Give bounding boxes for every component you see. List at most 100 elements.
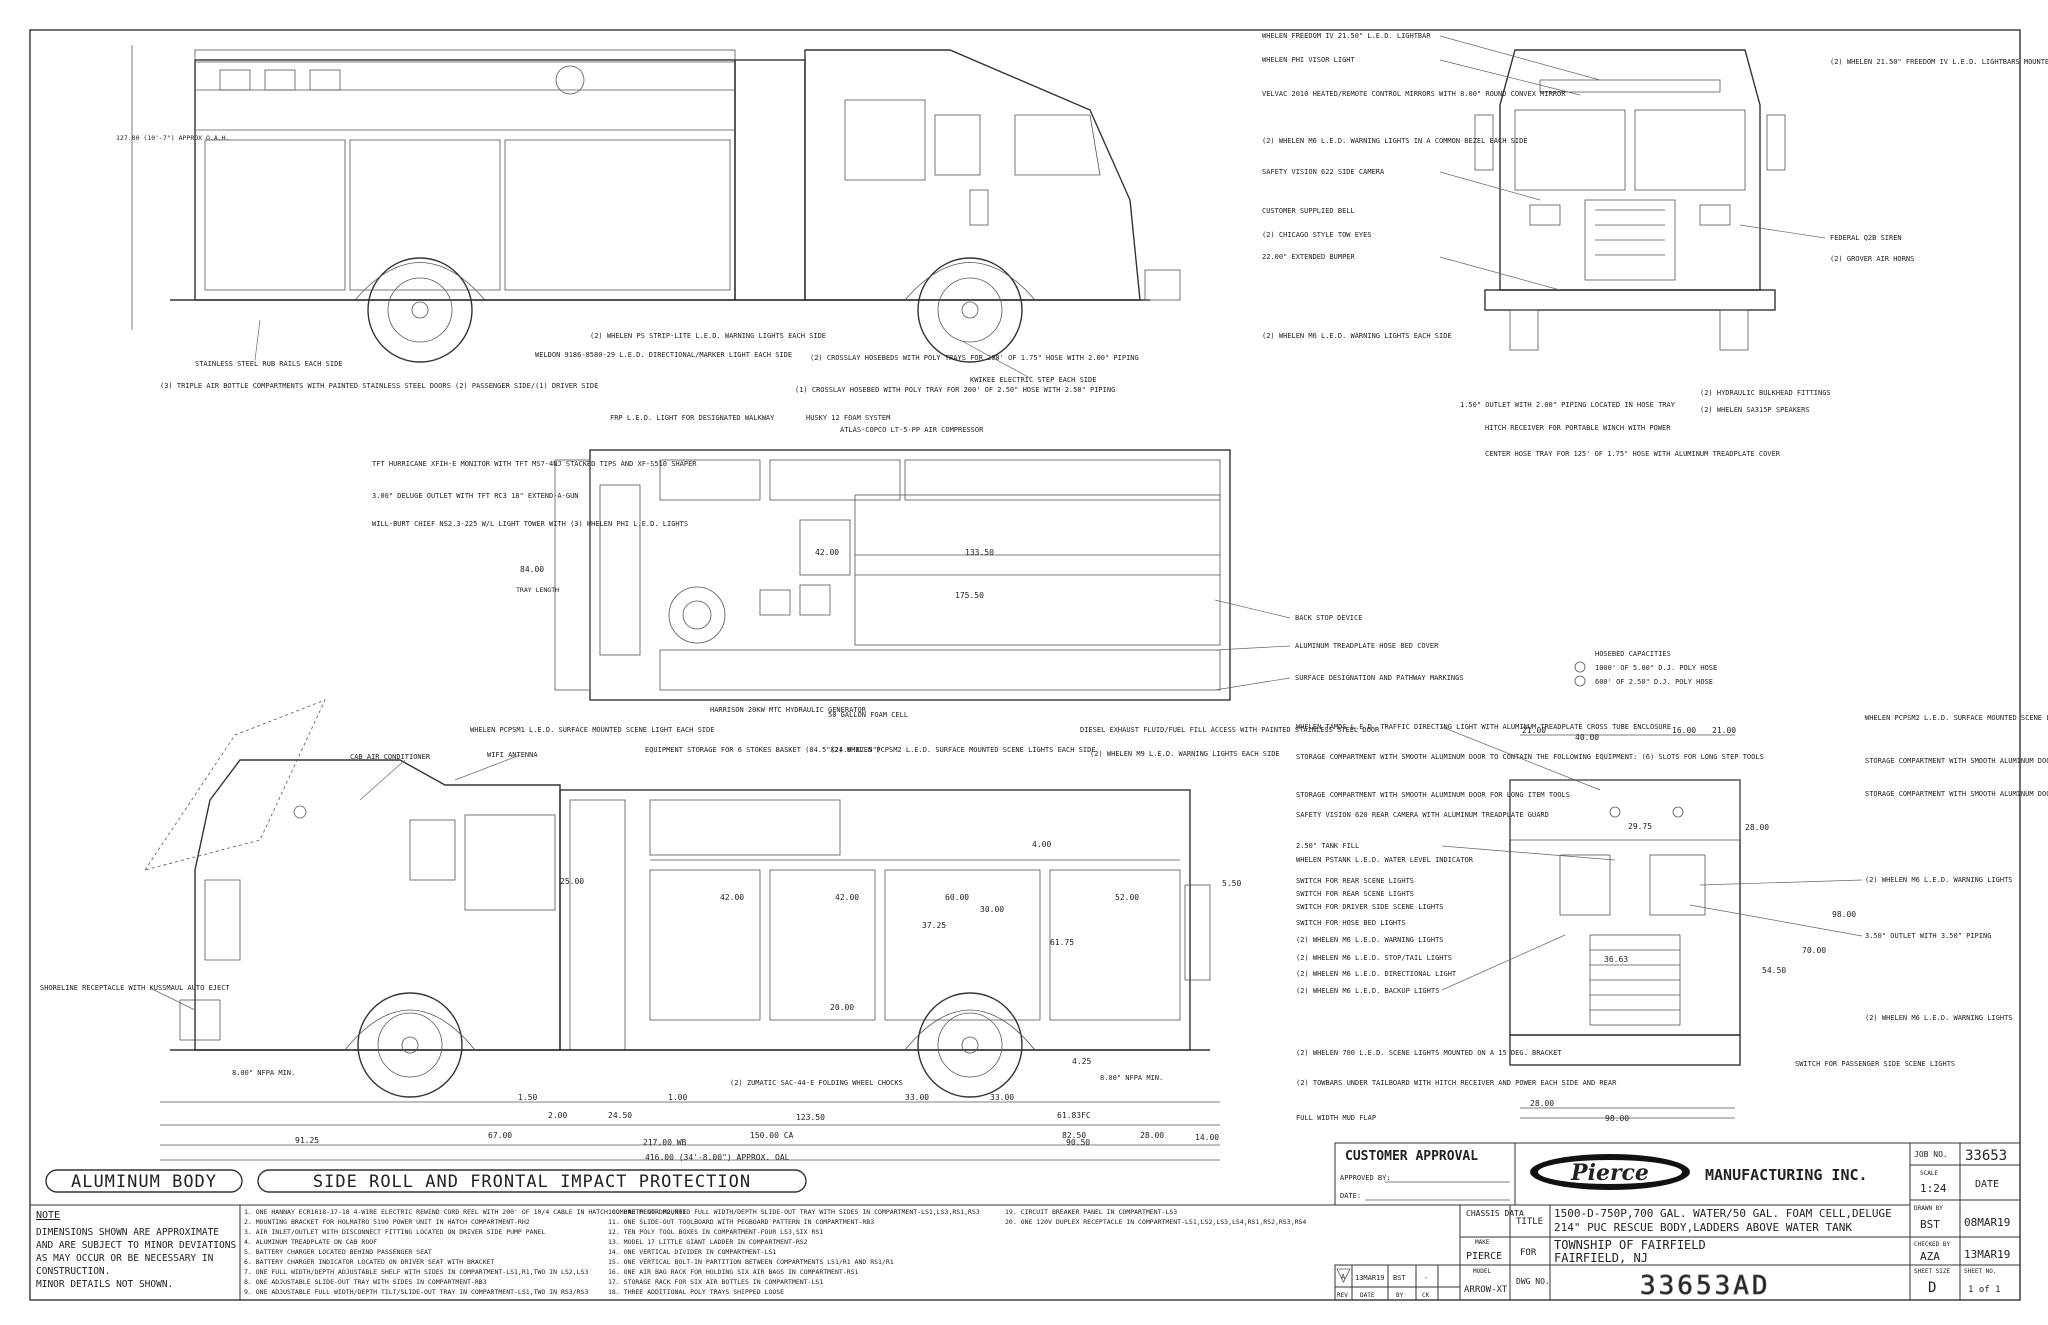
svg-text:15. ONE VERTICAL BOLT-IN PARTI: 15. ONE VERTICAL BOLT-IN PARTITION BETWE… xyxy=(608,1258,894,1266)
dim-r21: 21.00 xyxy=(1522,726,1546,735)
dim-6183: 61.83FC xyxy=(1057,1111,1091,1120)
callout-tft: TFT HURRICANE XFIH-E MONITOR WITH TFT MS… xyxy=(372,460,697,468)
svg-text:18. THREE ADDITIONAL POLY TRAY: 18. THREE ADDITIONAL POLY TRAYS SHIPPED … xyxy=(608,1288,784,1296)
job-no: 33653 xyxy=(1965,1148,2007,1164)
svg-text:MODEL: MODEL xyxy=(1473,1268,1491,1275)
label-side-roll: SIDE ROLL AND FRONTAL IMPACT PROTECTION xyxy=(257,1169,807,1193)
svg-text:20. ONE 120V DUPLEX RECEPTACLE: 20. ONE 120V DUPLEX RECEPTACLE IN COMPAR… xyxy=(1005,1218,1306,1226)
svg-text:DATE:: DATE: xyxy=(1340,1192,1361,1200)
svg-text:SHEET SIZE: SHEET SIZE xyxy=(1914,1268,1951,1275)
callout-weldon: WELDON 9186-8580-29 L.E.D. DIRECTIONAL/M… xyxy=(535,351,792,359)
svg-text:BST: BST xyxy=(1393,1274,1406,1282)
callout-surface-des: SURFACE DESIGNATION AND PATHWAY MARKINGS xyxy=(1295,674,1464,682)
callout-equip-storage: EQUIPMENT STORAGE FOR 6 STOKES BASKET (8… xyxy=(645,746,881,754)
svg-text:DATE: DATE xyxy=(1975,1179,1999,1190)
callout-whelen-m9: (2) WHELEN M9 L.E.D. WARNING LIGHTS EACH… xyxy=(1090,750,1280,758)
callout-whelen-visor: WHELEN PHI VISOR LIGHT xyxy=(1262,56,1356,64)
dim-r40: 40.00 xyxy=(1575,733,1599,742)
svg-text:1. ONE HANNAY ECR1618-17-18 4-: 1. ONE HANNAY ECR1618-17-18 4-WIRE ELECT… xyxy=(244,1208,686,1216)
callout-r-m6: (2) WHELEN M6 L.E.D. WARNING LIGHTS xyxy=(1865,876,2013,884)
tray-length-label: TRAY LENGTH xyxy=(516,586,559,594)
callout-will-burt: WILL-BURT CHIEF NS2.3-225 W/L LIGHT TOWE… xyxy=(372,520,688,528)
svg-text:MINOR DETAILS NOT SHOWN.: MINOR DETAILS NOT SHOWN. xyxy=(36,1279,173,1290)
side-view-bottom-callouts: WHELEN PCPSM1 L.E.D. SURFACE MOUNTED SCE… xyxy=(40,726,1380,1087)
callout-whelen-pcp: WHELEN PCPSM1 L.E.D. SURFACE MOUNTED SCE… xyxy=(470,726,714,734)
svg-text:12. TEN POLY TOOL BOXES IN COM: 12. TEN POLY TOOL BOXES IN COMPARTMENT-F… xyxy=(608,1228,823,1236)
sheet-size: D xyxy=(1928,1280,1936,1296)
make: PIERCE xyxy=(1466,1251,1502,1262)
callout-atlas: ATLAS-COPCO LT-5-PP AIR COMPRESSOR xyxy=(840,426,984,434)
svg-text:FOR: FOR xyxy=(1520,1248,1537,1258)
svg-text:17. STORAGE RACK FOR SIX AIR B: 17. STORAGE RACK FOR SIX AIR BOTTLES IN … xyxy=(608,1278,823,1286)
company-name: MANUFACTURING INC. xyxy=(1705,1166,1868,1184)
svg-text:DRAWN BY: DRAWN BY xyxy=(1914,1205,1943,1212)
callout-r-sc2: STORAGE COMPARTMENT WITH SMOOTH ALUMINUM… xyxy=(1865,790,2048,798)
sheet-no: 1 of 1 xyxy=(1968,1285,2001,1295)
callout-chicago: (2) CHICAGO STYLE TOW EYES xyxy=(1262,231,1372,239)
dim-r28b: 28.00 xyxy=(1530,1099,1554,1108)
callout-wlevel: WHELEN PSTANK L.E.D. WATER LEVEL INDICAT… xyxy=(1296,856,1474,864)
callout-wm6b: (2) WHELEN M6 L.E.D. STOP/TAIL LIGHTS xyxy=(1296,954,1452,962)
dim-21700: 217.00 WB xyxy=(643,1138,687,1147)
svg-text:13. MODEL 17 LITTLE GIANT LADD: 13. MODEL 17 LITTLE GIANT LADDER IN COMP… xyxy=(608,1238,808,1246)
dim-9050: 90.50 xyxy=(1066,1138,1090,1147)
callout-zumatic: (2) ZUMATIC SAC-44-E FOLDING WHEEL CHOCK… xyxy=(730,1079,903,1087)
svg-text:DIMENSIONS SHOWN ARE APPROXIMA: DIMENSIONS SHOWN ARE APPROXIMATE xyxy=(36,1227,219,1238)
svg-text:A: A xyxy=(1341,1273,1346,1281)
notes-block: NOTE DIMENSIONS SHOWN ARE APPROXIMATE AN… xyxy=(29,1204,241,1301)
callout-sw3: SWITCH FOR DRIVER SIDE SCENE LIGHTS xyxy=(1296,903,1444,911)
callout-hitch: HITCH RECEIVER FOR PORTABLE WINCH WITH P… xyxy=(1485,424,1671,432)
svg-text:BY: BY xyxy=(1396,1292,1404,1299)
callout-whelen-sa: (2) WHELEN SA315P SPEAKERS xyxy=(1700,406,1810,414)
svg-text:SIDE ROLL AND FRONTAL IMPACT P: SIDE ROLL AND FRONTAL IMPACT PROTECTION xyxy=(313,1172,751,1192)
callout-whelen-m6: (2) WHELEN M6 L.E.D. WARNING LIGHTS IN A… xyxy=(1262,137,1528,145)
dim-9150: 91.25 xyxy=(295,1136,319,1145)
callout-husky: HUSKY 12 FOAM SYSTEM xyxy=(806,414,890,422)
equipment-notes: 1. ONE HANNAY ECR1618-17-18 4-WIRE ELECT… xyxy=(239,1204,1461,1301)
svg-text:APPROVED BY:: APPROVED BY: xyxy=(1340,1174,1391,1182)
model: ARROW-XT xyxy=(1464,1285,1508,1295)
svg-text:19. CIRCUIT BREAKER PANEL IN C: 19. CIRCUIT BREAKER PANEL IN COMPARTMENT… xyxy=(1005,1208,1177,1216)
svg-text:-: - xyxy=(1424,1274,1428,1282)
callout-wm6c: (2) WHELEN M6 L.E.D. DIRECTIONAL LIGHT xyxy=(1296,970,1457,978)
callout-whelen-pcp2: (2) WHELEN PCPSM2 L.E.D. SURFACE MOUNTED… xyxy=(830,746,1096,754)
callout-hydraulic: (2) HYDRAULIC BULKHEAD FITTINGS xyxy=(1700,389,1831,397)
hosebed-item-1: 1000' OF 5.00" D.J. POLY HOSE xyxy=(1595,664,1717,672)
callout-center-hose: CENTER HOSE TRAY FOR 125' OF 1.75" HOSE … xyxy=(1485,450,1781,458)
dim-200: 2.00 xyxy=(548,1111,567,1120)
callout-r-outlet: 3.50" OUTLET WITH 3.50" PIPING xyxy=(1865,932,1991,940)
label-aluminum-body: ALUMINUM BODY xyxy=(45,1169,243,1193)
dim-150: 1.50 xyxy=(518,1093,537,1102)
callout-r-switch: SWITCH FOR PASSENGER SIDE SCENE LIGHTS xyxy=(1795,1060,1955,1068)
dim-52: 52.00 xyxy=(1115,893,1139,902)
callout-towbars: (2) TOWBARS UNDER TAILBOARD WITH HITCH R… xyxy=(1296,1079,1617,1087)
callout-shoreline: SHORELINE RECEPTACLE WITH KUSSMAUL AUTO … xyxy=(40,984,230,992)
callout-sv620: SAFETY VISION 620 REAR CAMERA WITH ALUMI… xyxy=(1296,811,1549,819)
callout-wm6a: (2) WHELEN M6 L.E.D. WARNING LIGHTS xyxy=(1296,936,1444,944)
callout-bumper: 22.00" EXTENDED BUMPER xyxy=(1262,253,1356,261)
svg-text:CK: CK xyxy=(1422,1292,1430,1299)
callout-whelen-ps: (2) WHELEN PS STRIP-LITE L.E.D. WARNING … xyxy=(590,332,826,340)
dim-r21b: 21.00 xyxy=(1712,726,1736,735)
dim-20: 20.00 xyxy=(830,1003,854,1012)
callout-air-bottle: (3) TRIPLE AIR BOTTLE COMPARTMENTS WITH … xyxy=(160,382,598,390)
dim-4: 4.00 xyxy=(1032,840,1051,849)
svg-text:2. MOUNTING BRACKET FOR HOLMAT: 2. MOUNTING BRACKET FOR HOLMATRO 5190 PO… xyxy=(244,1218,530,1226)
svg-text:JOB NO.: JOB NO. xyxy=(1914,1150,1948,1159)
dim-r16: 16.00 xyxy=(1672,726,1696,735)
hosebed-title: HOSEBED CAPACITIES xyxy=(1595,650,1671,658)
callout-nfpa-2: 8.00" NFPA MIN. xyxy=(1100,1074,1163,1082)
svg-text:7. ONE FULL WIDTH/DEPTH ADJUST: 7. ONE FULL WIDTH/DEPTH ADJUSTABLE SHELF… xyxy=(244,1268,588,1276)
callout-federal: FEDERAL Q2B SIREN xyxy=(1830,234,1902,242)
side-view-top: 127.00 (10'-7") APPROX O.A.H. xyxy=(116,45,1181,363)
dim-30: 30.00 xyxy=(980,905,1004,914)
callout-sw2: SWITCH FOR REAR SCENE LIGHTS xyxy=(1296,890,1414,898)
svg-text:4. ALUMINUM TREADPLATE ON CAB: 4. ALUMINUM TREADPLATE ON CAB ROOF xyxy=(244,1238,377,1246)
dim-42b: 42.00 xyxy=(720,893,744,902)
note-title: NOTE xyxy=(36,1210,60,1221)
dim-133: 133.50 xyxy=(965,548,994,557)
dim-r70: 70.00 xyxy=(1802,946,1826,955)
callout-grover: (2) GROVER AIR HORNS xyxy=(1830,255,1914,263)
plan-view xyxy=(554,449,1231,701)
plan-view-dims: 133.50 175.50 42.00 84.00 TRAY LENGTH xyxy=(516,548,994,600)
